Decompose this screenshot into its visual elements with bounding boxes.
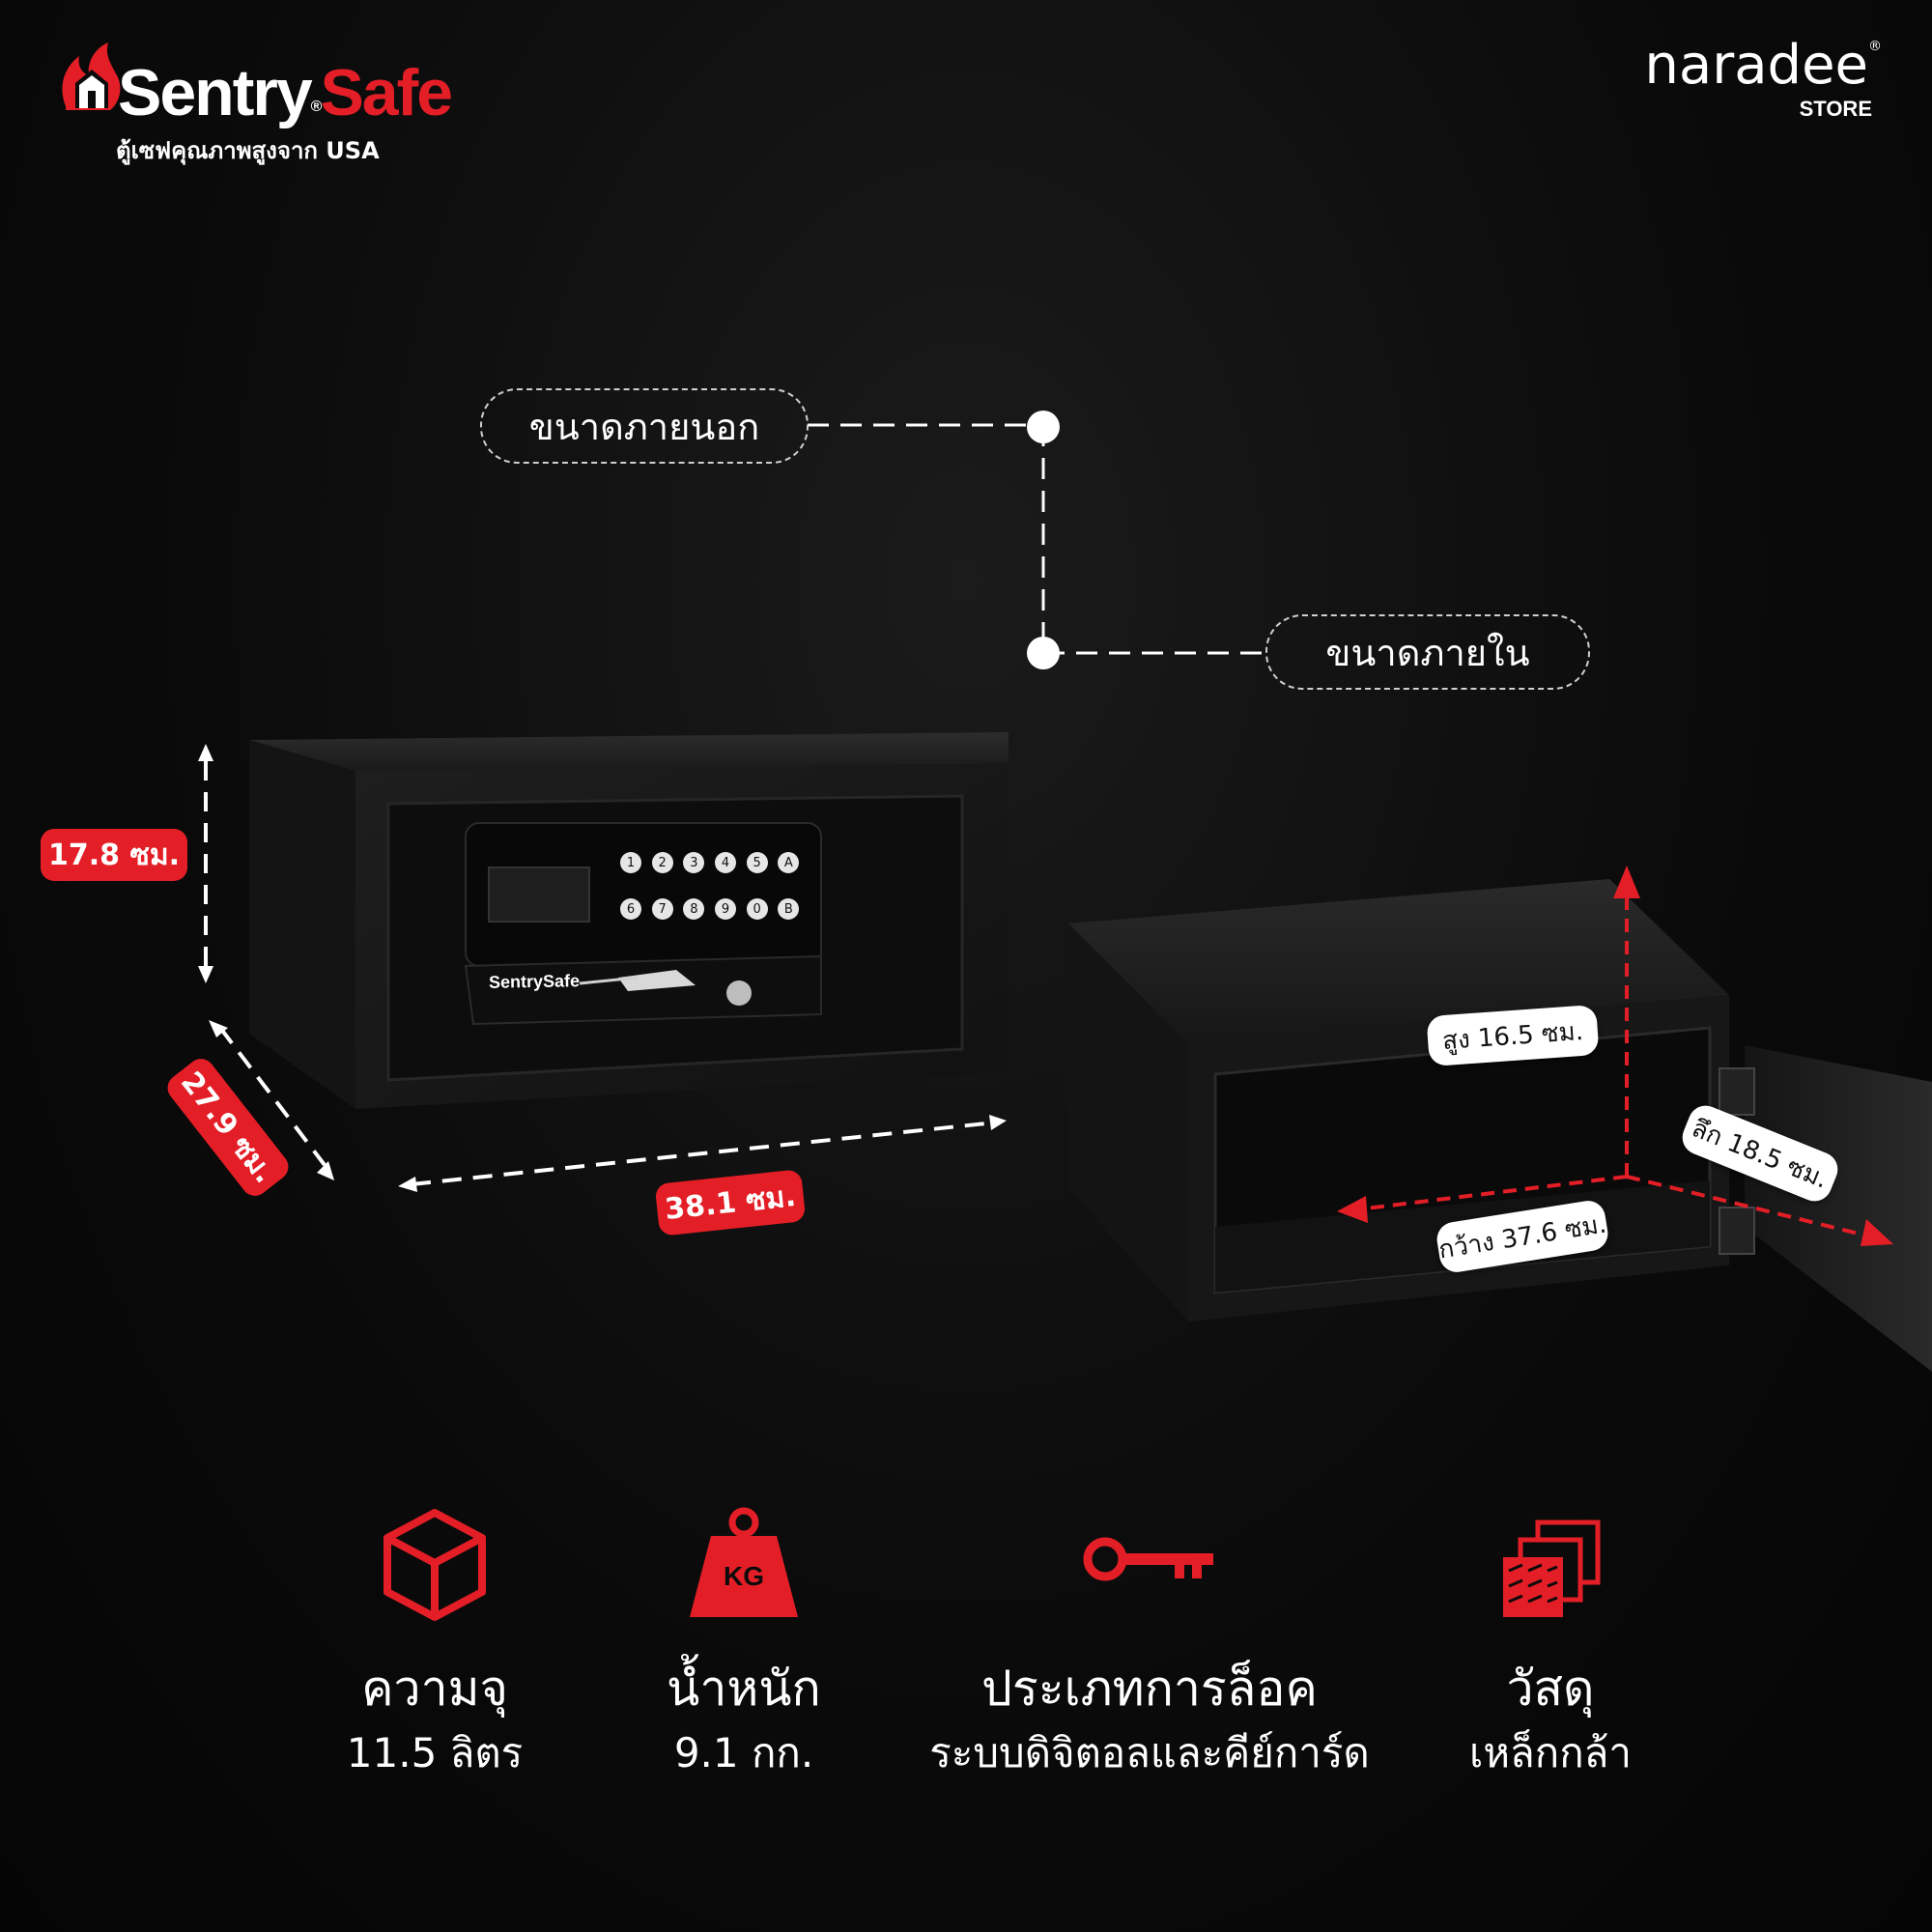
legend-inner-pill: ขนาดภายใน: [1265, 614, 1590, 690]
keypad-key: 7: [651, 898, 673, 920]
inner-height-text: สูง 16.5 ซม.: [1441, 1016, 1584, 1056]
keypad-key: 6: [620, 898, 641, 920]
brand-name-part1: Sentry: [118, 56, 313, 129]
keypad-key: 1: [620, 852, 641, 873]
weight-icon: [618, 1497, 869, 1623]
keypad-key: 8: [683, 898, 705, 920]
legend-outer-label: ขนาดภายนอก: [528, 405, 760, 448]
keypad-key: 4: [715, 852, 736, 873]
keypad: 1 2 3 4 5 A 6 7 8 9 0 B: [620, 852, 810, 931]
keypad-key: A: [778, 852, 800, 873]
store-registered: ®: [1868, 39, 1882, 54]
feature-weight-title: น้ำหนัก: [667, 1661, 821, 1717]
keyhole: [726, 980, 752, 1006]
keypad-key: 3: [683, 852, 705, 873]
brand-wordmark: Sentry®Safe: [118, 60, 453, 126]
feature-capacity-title: ความจุ: [361, 1661, 508, 1717]
feature-weight: KG น้ำหนัก 9.1 กก.: [618, 1497, 869, 1777]
outer-dimension-arrows: [204, 761, 996, 1186]
brand-logo: Sentry®Safe ตู้เซฟคุณภาพสูงจาก USA: [58, 39, 493, 174]
feature-lock-value: ระบบดิจิตอลและคีย์การ์ด: [929, 1729, 1370, 1776]
feature-capacity-value: 11.5 ลิตร: [346, 1729, 524, 1776]
outer-height-text: 17.8 ซม.: [48, 838, 180, 872]
brand-name-part2: Safe: [320, 56, 453, 129]
inner-dimension-arrows: [1357, 898, 1863, 1236]
keypad-display: [488, 867, 590, 923]
feature-material-title: วัสดุ: [1506, 1661, 1595, 1717]
store-subtitle: STORE: [1799, 97, 1872, 121]
brand-tagline: ตู้เซฟคุณภาพสูงจาก USA: [116, 137, 380, 164]
feature-weight-value: 9.1 กก.: [673, 1729, 814, 1776]
legend-dot-inner: [1027, 637, 1060, 669]
feature-lock: ประเภทการล็อค ระบบดิจิตอลและคีย์การ์ด: [908, 1497, 1391, 1777]
key-icon: [908, 1497, 1391, 1623]
feature-capacity: ความจุ 11.5 ลิตร: [299, 1497, 570, 1777]
feature-material-value: เหล็กกล้า: [1469, 1729, 1632, 1776]
keypad-key: 5: [746, 852, 768, 873]
flame-house-icon: [62, 43, 121, 110]
legend-inner-label: ขนาดภายใน: [1325, 631, 1530, 674]
store-logo: naradee® STORE: [1644, 39, 1882, 122]
keypad-key: B: [778, 898, 800, 920]
box-icon: [299, 1497, 570, 1623]
keypad-key: 9: [715, 898, 736, 920]
feature-lock-title: ประเภทการล็อค: [981, 1661, 1318, 1717]
weight-icon-text: KG: [724, 1561, 764, 1591]
store-name-text: naradee: [1644, 34, 1868, 97]
brand-registered: ®: [310, 99, 323, 115]
legend-outer-pill: ขนาดภายนอก: [480, 388, 809, 464]
store-name: naradee®: [1644, 39, 1882, 93]
legend-dot-outer: [1027, 411, 1060, 443]
feature-material: วัสดุ เหล็กกล้า: [1420, 1497, 1681, 1777]
keypad-key: 2: [651, 852, 673, 873]
steel-layers-icon: [1420, 1497, 1681, 1623]
keypad-key: 0: [746, 898, 768, 920]
outer-height-label: 17.8 ซม.: [41, 829, 187, 881]
